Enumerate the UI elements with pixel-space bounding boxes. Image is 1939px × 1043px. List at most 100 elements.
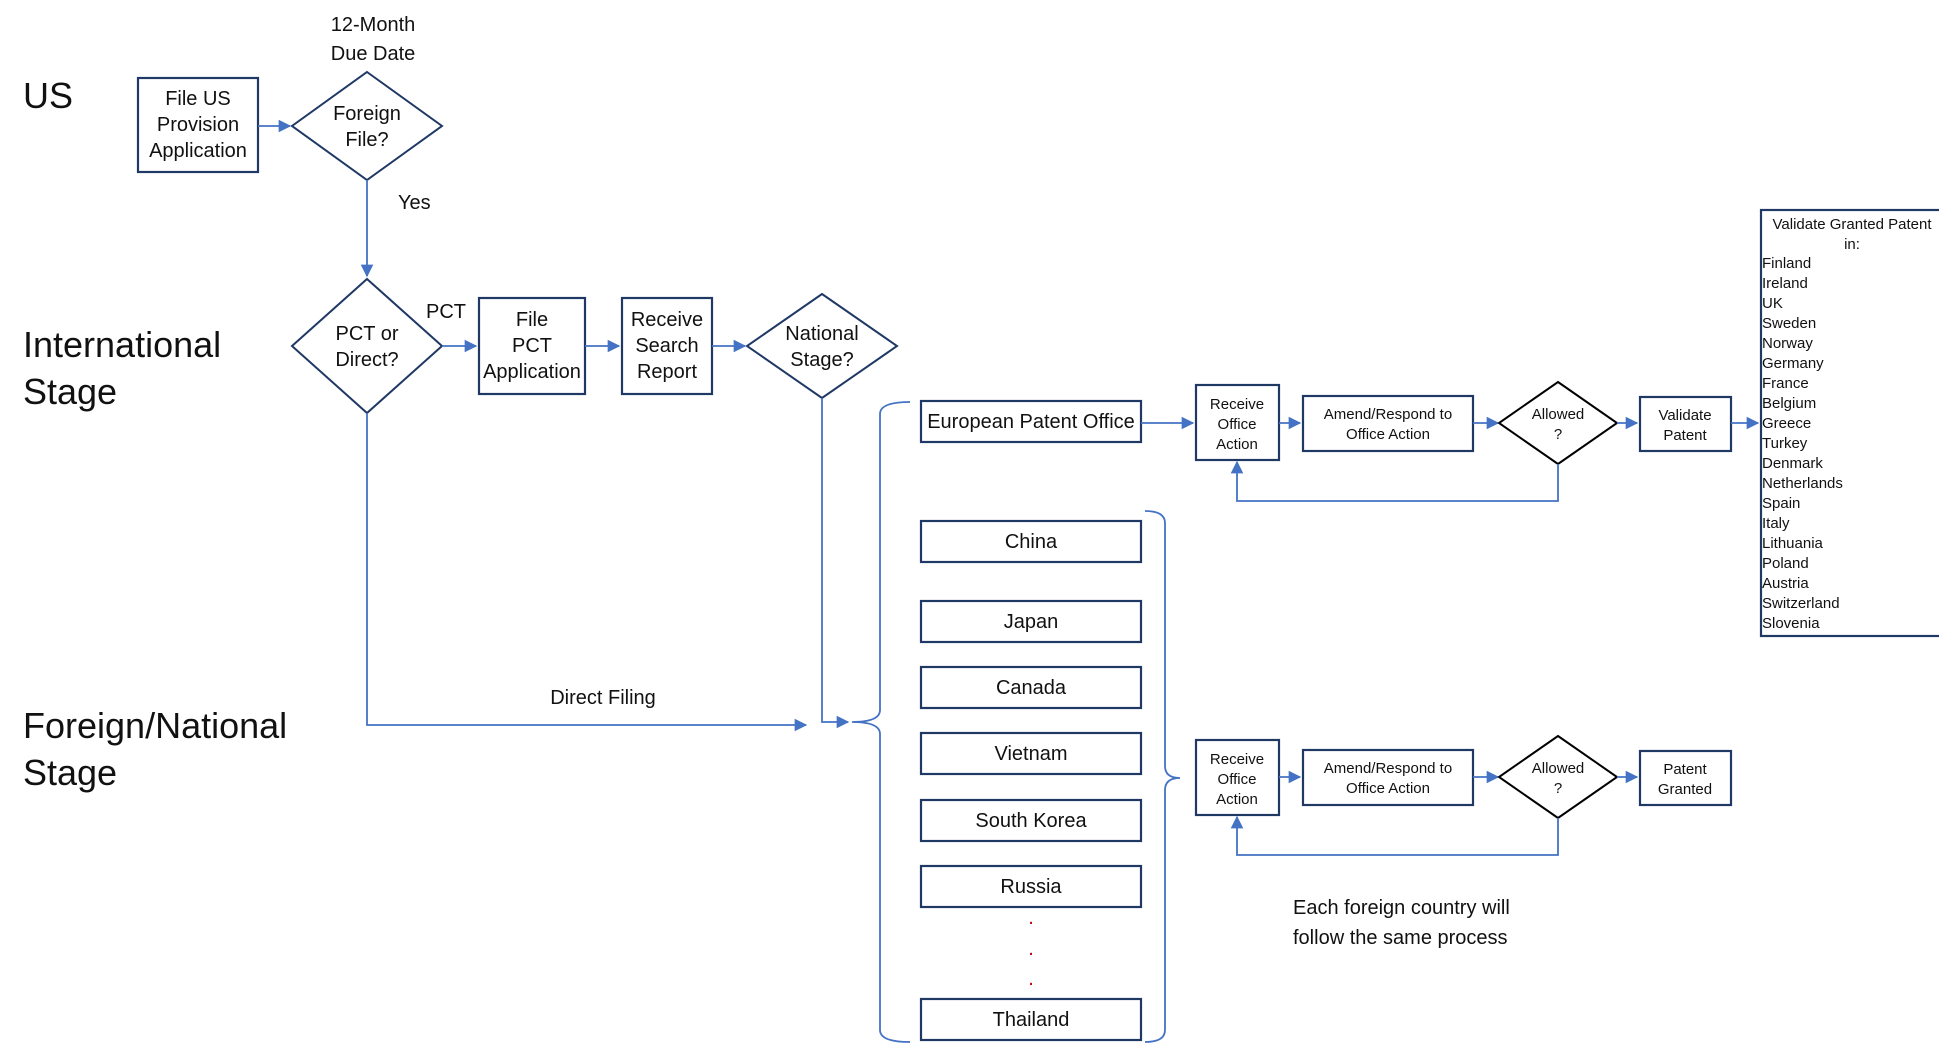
national-office-label: Vietnam [994, 743, 1067, 765]
search-report-line-1: Receive [631, 309, 703, 331]
note-line-2: follow the same process [1293, 927, 1508, 949]
pct-or-direct-line-1: PCT or [336, 323, 399, 345]
epo-receive-line-1: Receive [1210, 396, 1264, 413]
national-receive-line-3: Action [1216, 791, 1258, 808]
note-line-1: Each foreign country will [1293, 897, 1510, 919]
national-office-box: China [919, 519, 1143, 564]
search-report-line-3: Report [637, 361, 697, 383]
epo-receive-line-3: Action [1216, 436, 1258, 453]
epo-allowed-line-2: ? [1554, 426, 1562, 443]
stage-label-foreign-2: Stage [23, 752, 117, 793]
validate-patent-box: Validate Patent [1638, 395, 1733, 453]
country-item: Spain [1762, 495, 1800, 512]
country-item: Poland [1762, 555, 1809, 572]
national-stage-decision: National Stage? [745, 292, 899, 400]
granted-line-1: Patent [1663, 761, 1707, 778]
offices-left-brace [851, 401, 911, 1043]
file-pct-box: File PCT Application [477, 296, 587, 396]
country-item: Sweden [1762, 315, 1816, 332]
national-allowed-line-2: ? [1554, 780, 1562, 797]
foreign-file-line-2: File? [345, 129, 388, 151]
national-receive-line-1: Receive [1210, 751, 1264, 768]
national-office-label: Canada [996, 677, 1067, 699]
pct-label: PCT [426, 301, 466, 323]
connector-direct-filing [366, 413, 808, 732]
national-office-label: Russia [1000, 876, 1062, 898]
epo-amend-box: Amend/Respond to Office Action [1301, 394, 1475, 453]
granted-line-2: Granted [1658, 781, 1712, 798]
country-item: Greece [1762, 415, 1811, 432]
national-office-label: Japan [1004, 611, 1059, 633]
country-item: Slovenia [1762, 615, 1820, 632]
epo-amend-line-1: Amend/Respond to [1324, 406, 1452, 423]
file-pct-line-3: Application [483, 361, 581, 383]
ellipsis-dot: . [1028, 907, 1034, 929]
national-amend-line-2: Office Action [1346, 780, 1430, 797]
national-office-label: Thailand [993, 1009, 1070, 1031]
stage-label-international-2: Stage [23, 371, 117, 412]
country-item: Austria [1762, 575, 1809, 592]
national-offices-right-brace [1144, 510, 1181, 1043]
country-item: Denmark [1762, 455, 1823, 472]
national-office-label: South Korea [975, 810, 1087, 832]
national-office-box: Vietnam [919, 731, 1143, 776]
country-item: Lithuania [1762, 535, 1824, 552]
epo-amend-line-2: Office Action [1346, 426, 1430, 443]
country-item: Italy [1762, 515, 1790, 532]
country-item: Turkey [1762, 435, 1808, 452]
stage-label-us: US [23, 75, 73, 116]
validation-title-line-1: Validate Granted Patent [1773, 216, 1933, 233]
file-us-line-1: File US [165, 88, 231, 110]
national-office-box: Thailand [919, 997, 1143, 1042]
country-list: FinlandIrelandUKSwedenNorwayGermanyFranc… [1762, 255, 1843, 632]
epo-label: European Patent Office [927, 411, 1135, 433]
national-stage-line-2: Stage? [790, 349, 853, 371]
national-office-box: Russia [919, 864, 1143, 909]
epo-receive-line-2: Office [1218, 416, 1257, 433]
ellipsis-dot: . [1028, 938, 1034, 960]
country-item: Germany [1762, 355, 1824, 372]
country-item: France [1762, 375, 1809, 392]
file-pct-line-1: File [516, 309, 548, 331]
foreign-file-line-1: Foreign [333, 103, 401, 125]
national-receive-line-2: Office [1218, 771, 1257, 788]
due-date-line-1: 12-Month [331, 14, 416, 36]
epo-allowed-line-1: Allowed [1532, 406, 1585, 423]
country-item: Switzerland [1762, 595, 1840, 612]
search-report-box: Receive Search Report [620, 296, 714, 396]
national-office-label: China [1005, 531, 1058, 553]
foreign-file-decision: Foreign File? [290, 70, 444, 182]
pct-or-direct-decision: PCT or Direct? [290, 277, 444, 415]
connector-national-brace [821, 398, 850, 729]
ellipsis-dots: ... [1028, 907, 1034, 990]
file-us-line-3: Application [149, 140, 247, 162]
country-item: UK [1762, 295, 1783, 312]
country-item: Belgium [1762, 395, 1816, 412]
validate-line-2: Patent [1663, 427, 1707, 444]
epo-box: European Patent Office [919, 399, 1143, 444]
connector-epo-loop [1230, 460, 1559, 502]
validate-line-1: Validate [1658, 407, 1711, 424]
national-amend-line-1: Amend/Respond to [1324, 760, 1452, 777]
file-us-provision-box: File US Provision Application [136, 76, 260, 174]
file-pct-line-2: PCT [512, 335, 552, 357]
due-date-line-2: Due Date [331, 43, 416, 65]
yes-label: Yes [398, 192, 431, 214]
national-allowed-line-1: Allowed [1532, 760, 1585, 777]
file-us-line-2: Provision [157, 114, 239, 136]
country-item: Netherlands [1762, 475, 1843, 492]
national-stage-line-1: National [785, 323, 858, 345]
country-item: Ireland [1762, 275, 1808, 292]
connector-national-loop [1230, 815, 1559, 856]
stage-label-international-1: International [23, 324, 221, 365]
pct-or-direct-line-2: Direct? [335, 349, 398, 371]
ellipsis-dot: . [1028, 968, 1034, 990]
national-office-box: Japan [919, 599, 1143, 644]
search-report-line-2: Search [635, 335, 698, 357]
stage-label-foreign-1: Foreign/National [23, 705, 287, 746]
epo-allowed-decision: Allowed ? [1497, 380, 1619, 466]
national-office-box: Canada [919, 665, 1143, 710]
national-office-box: South Korea [919, 798, 1143, 843]
